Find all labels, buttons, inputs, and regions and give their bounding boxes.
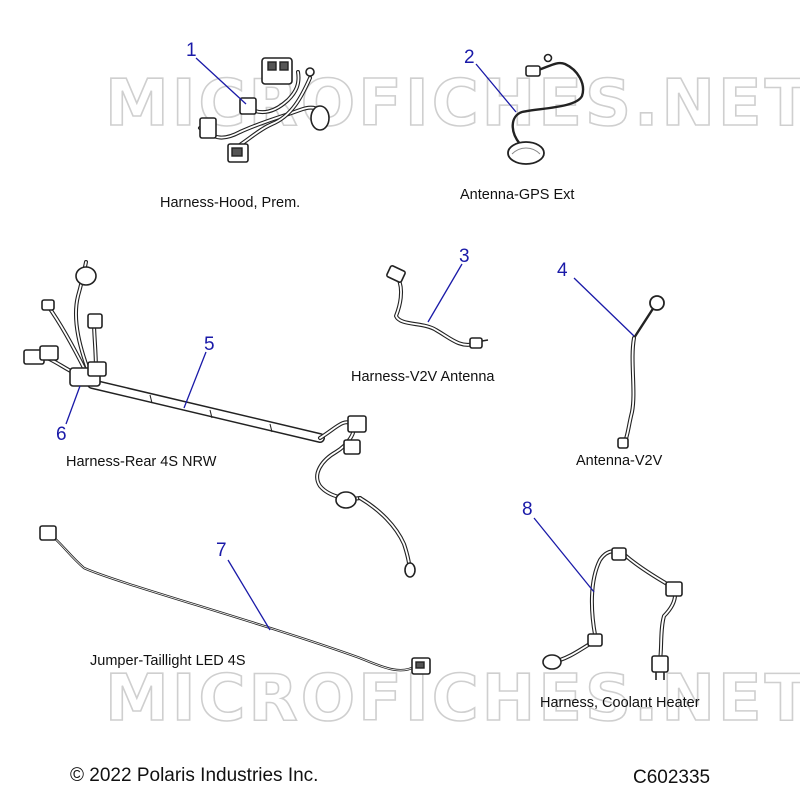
label-part-3: Harness-V2V Antenna <box>351 369 495 385</box>
callout-4: 4 <box>557 260 568 281</box>
callout-3: 3 <box>459 246 470 267</box>
label-part-5: Harness-Rear 4S NRW <box>66 454 217 470</box>
label-part-8: Harness, Coolant Heater <box>540 695 700 711</box>
label-part-7: Jumper-Taillight LED 4S <box>90 653 246 669</box>
leader-lines <box>65 57 635 631</box>
part-8-coolant-heater-drawing <box>542 547 683 680</box>
part-7-jumper-taillight-drawing <box>39 525 431 675</box>
watermark-top: MICROFICHES.NET <box>105 67 800 141</box>
part-2-antenna-gps-drawing <box>507 53 585 165</box>
callout-7: 7 <box>216 540 227 561</box>
part-3-harness-v2v-drawing <box>386 265 489 349</box>
label-part-2: Antenna-GPS Ext <box>460 187 574 203</box>
watermark-bottom: MICROFICHES.NET <box>105 662 800 736</box>
callout-2: 2 <box>464 47 475 68</box>
copyright-text: © 2022 Polaris Industries Inc. <box>70 765 318 786</box>
callout-6: 6 <box>56 424 67 445</box>
callout-1: 1 <box>186 40 197 61</box>
part-4-antenna-v2v-drawing <box>617 295 665 449</box>
label-part-1: Harness-Hood, Prem. <box>160 195 300 211</box>
callout-8: 8 <box>522 499 533 520</box>
label-part-4: Antenna-V2V <box>576 453 663 469</box>
callout-5: 5 <box>204 334 215 355</box>
part-1-harness-hood-drawing <box>198 57 330 163</box>
part-5-harness-rear-drawing <box>23 260 416 578</box>
diagram-id: C602335 <box>633 767 710 788</box>
